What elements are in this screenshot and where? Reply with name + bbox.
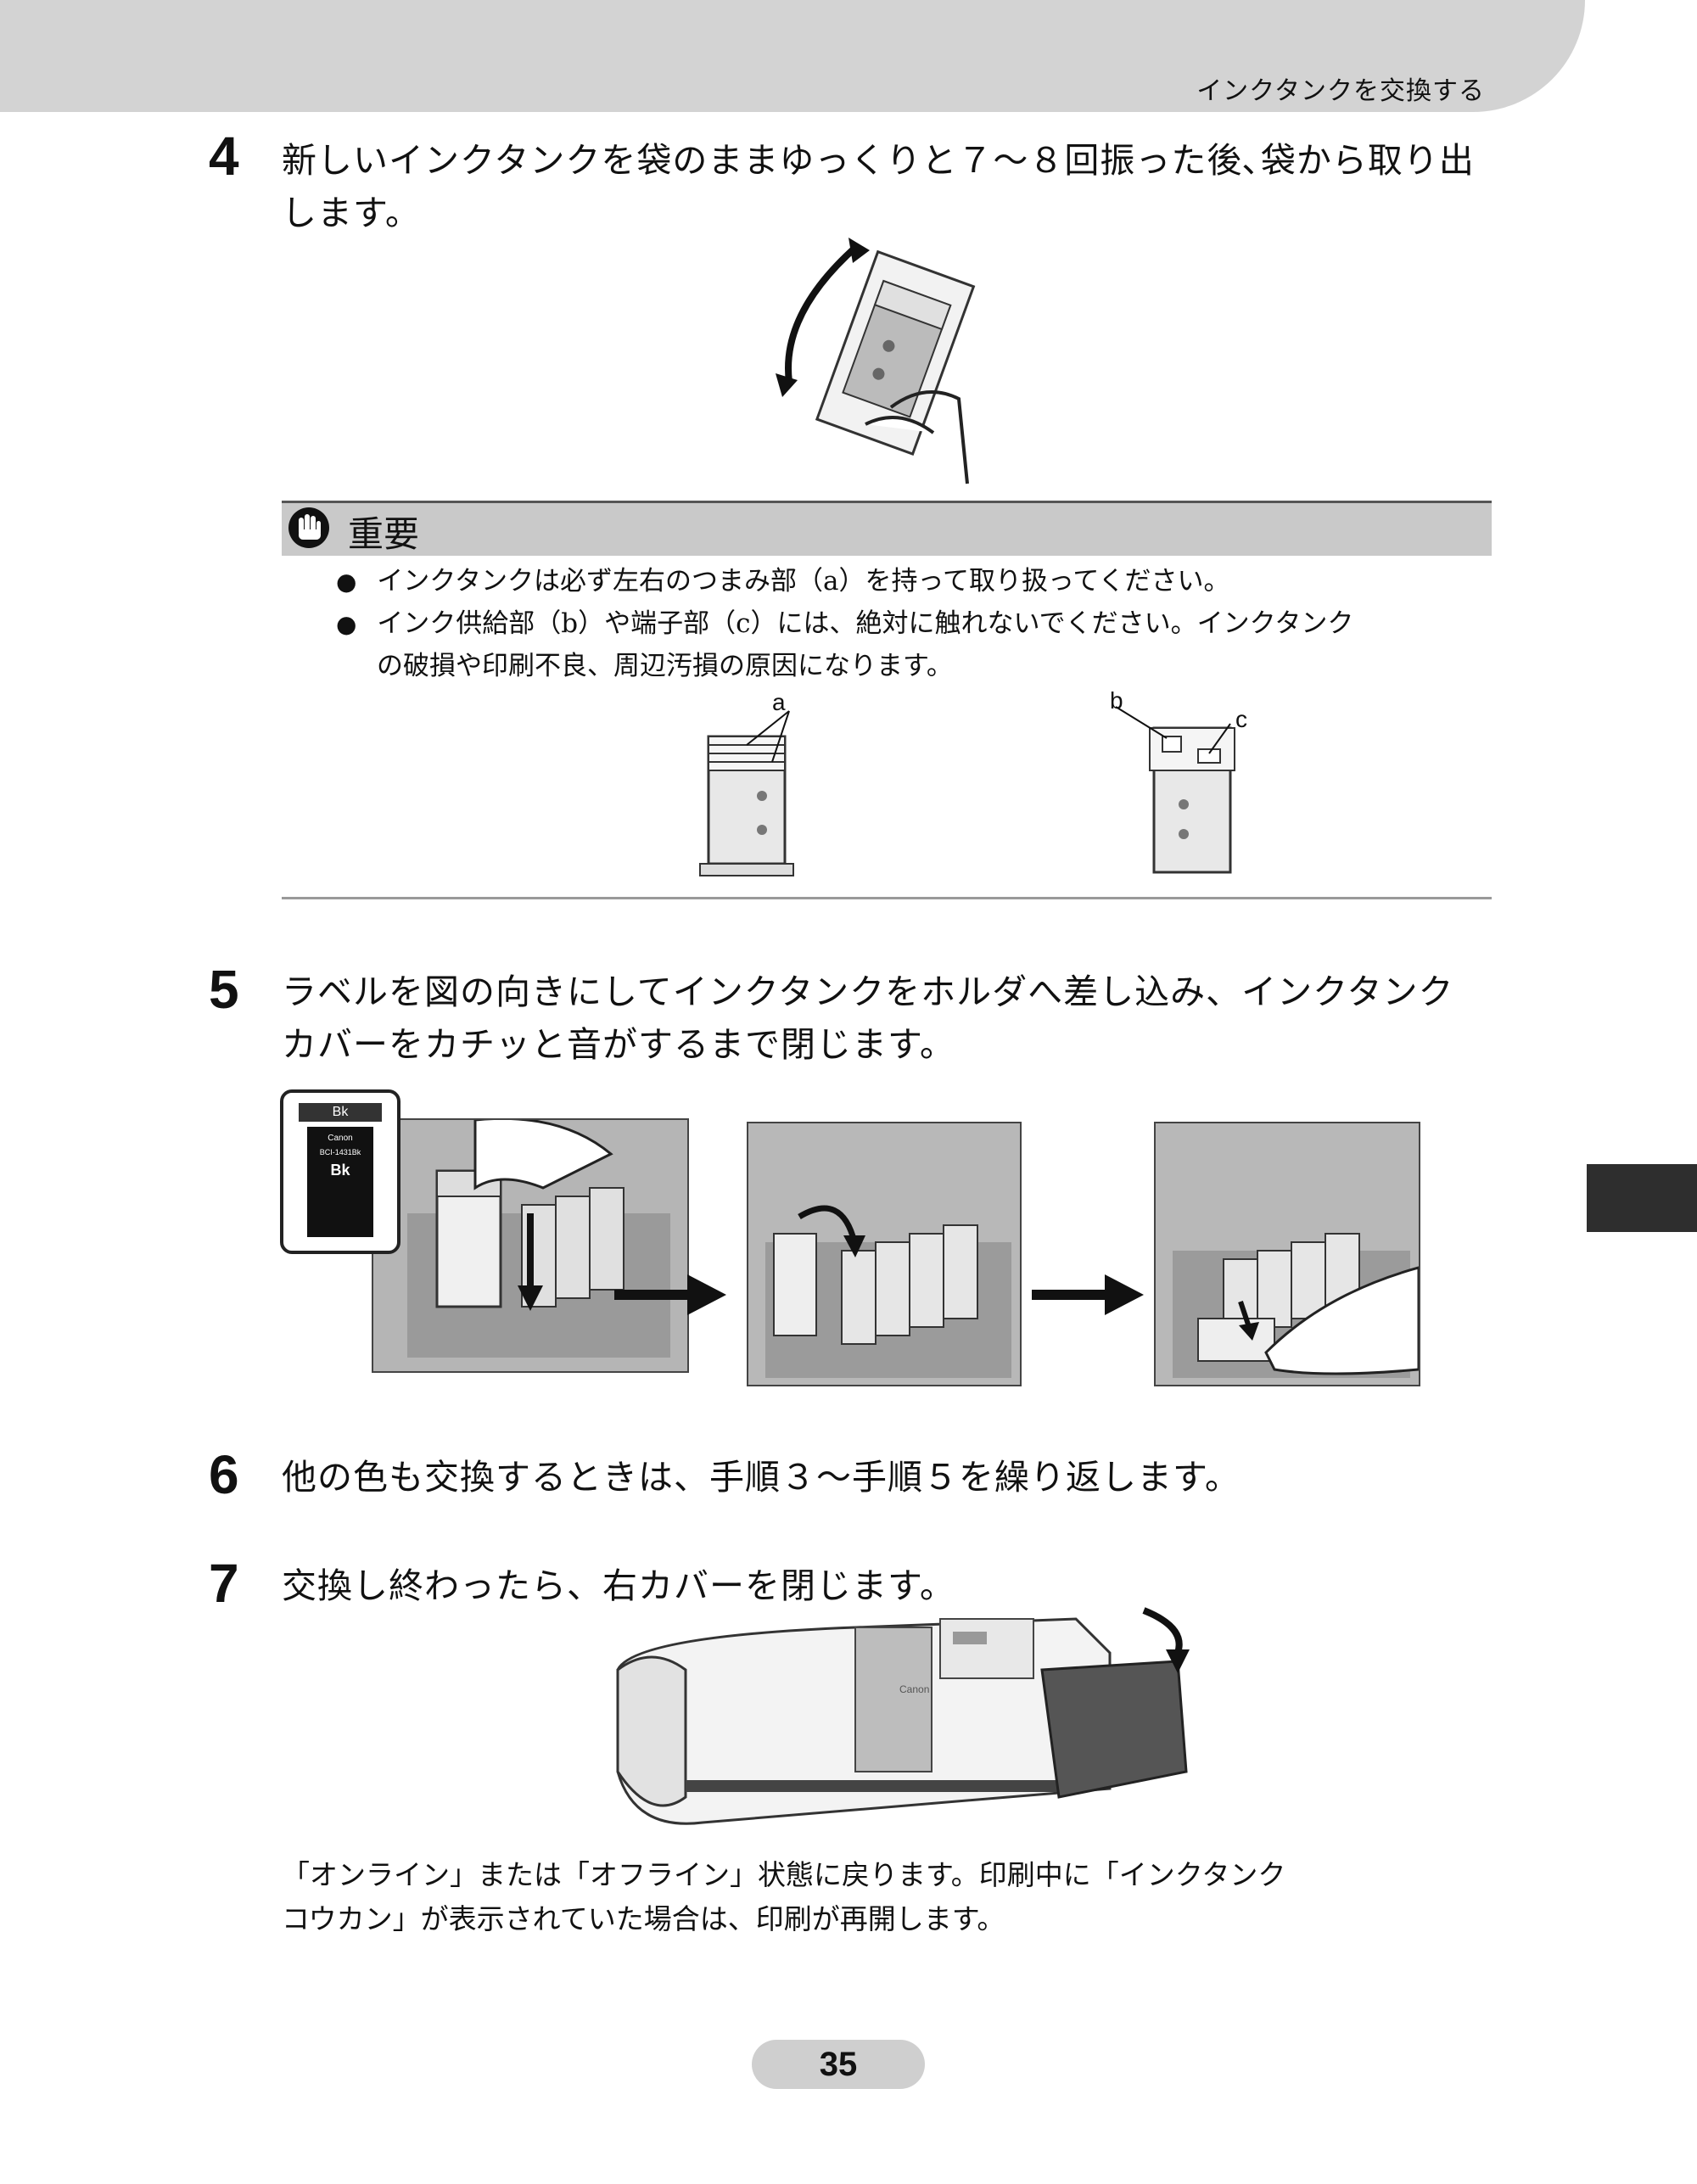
step-number-5: 5 bbox=[209, 959, 239, 1020]
label-model: BCI-1431Bk bbox=[319, 1148, 361, 1156]
label-brand: Canon bbox=[328, 1134, 353, 1143]
label-bk-top: Bk bbox=[299, 1103, 382, 1122]
section-divider bbox=[282, 897, 1492, 899]
bullet-icon: ● bbox=[336, 610, 357, 638]
result-line-2: コウカン」が表示されていた場合は、印刷が再開します。 bbox=[282, 1902, 1005, 1935]
step-5-text: ラベルを図の向きにしてインクタンクをホルダへ差し込み、インクタンク カバーをカチ… bbox=[282, 966, 1454, 1071]
right-arrow-icon bbox=[1032, 1274, 1144, 1315]
section-title: インクタンクを交換する bbox=[1196, 76, 1485, 106]
important-bullet-1-text: インクタンクは必ず左右のつまみ部（a）を持って取り扱ってください。 bbox=[377, 566, 1230, 596]
label-orientation-callout: Bk Canon BCI-1431Bk Bk bbox=[280, 1089, 400, 1254]
right-cover bbox=[1040, 1660, 1188, 1799]
result-text: 「オンライン」または「オフライン」状態に戻ります。印刷中に「インクタンク コウカ… bbox=[282, 1853, 1487, 1941]
stop-hand-icon bbox=[288, 507, 329, 548]
important-bullet-1: ● インクタンクは必ず左右のつまみ部（a）を持って取り扱ってください。 bbox=[336, 560, 1490, 603]
printer-illustration bbox=[616, 1607, 1190, 1825]
label-b: b bbox=[1110, 687, 1123, 714]
control-panel bbox=[939, 1618, 1034, 1679]
step-7-text: 交換し終わったら、右カバーを閉じます。 bbox=[282, 1565, 955, 1606]
hand-outline bbox=[889, 390, 969, 484]
label-a: a bbox=[772, 689, 786, 715]
step-number-4: 4 bbox=[209, 126, 239, 187]
label-c: c bbox=[1235, 706, 1247, 732]
shake-ink-tank-illustration bbox=[776, 238, 976, 484]
page-number-pill bbox=[752, 2040, 925, 2089]
close-cover-panel bbox=[747, 1122, 1022, 1386]
chapter-side-tab bbox=[1587, 1164, 1697, 1232]
page-number: 35 bbox=[819, 2046, 858, 2083]
header-band bbox=[0, 0, 1585, 112]
bullet-icon: ● bbox=[336, 568, 357, 596]
insert-tank-panel bbox=[372, 1117, 689, 1373]
important-bullet-2: ● インク供給部（b）や端子部（c）には、絶対に触れないでください。インクタンク bbox=[336, 602, 1490, 646]
curved-arrow bbox=[798, 1205, 858, 1243]
important-bullet-2-text-1: インク供給部（b）や端子部（c）には、絶対に触れないでください。インクタンク bbox=[377, 608, 1354, 639]
step-4-text: 新しいインクタンクを袋のままゆっくりと７～８回振った後､袋から取り出 します。 bbox=[282, 134, 1475, 239]
right-arrow-icon bbox=[614, 1274, 726, 1315]
step-4-line-1: 新しいインクタンクを袋のままゆっくりと７～８回振った後､袋から取り出 bbox=[282, 140, 1475, 181]
step-5-line-2: カバーをカチッと音がするまで閉じます。 bbox=[282, 1024, 955, 1065]
label-bk-big: Bk bbox=[330, 1162, 350, 1179]
close-arrow bbox=[1142, 1607, 1183, 1655]
press-cover-panel bbox=[1154, 1122, 1420, 1386]
step-4-line-2: します。 bbox=[282, 193, 421, 233]
step-number-7: 7 bbox=[209, 1553, 239, 1614]
result-line-1: 「オンライン」または「オフライン」状態に戻ります。印刷中に「インクタンク bbox=[282, 1858, 1286, 1891]
important-bullet-2-continuation: の破損や印刷不良、周辺汚損の原因になります。 bbox=[377, 651, 953, 681]
tank-cover bbox=[773, 1233, 817, 1336]
ink-label: Canon BCI-1431Bk Bk bbox=[307, 1127, 373, 1237]
step-6-text: 他の色も交換するときは、手順３～手順５を繰り返します。 bbox=[282, 1457, 1241, 1498]
ink-tank-contacts-figure bbox=[1115, 706, 1235, 874]
hand bbox=[473, 1117, 613, 1190]
important-title: 重要 bbox=[348, 513, 420, 555]
shake-arrow bbox=[785, 244, 860, 383]
step-number-6: 6 bbox=[209, 1444, 239, 1505]
important-header-bar bbox=[282, 501, 1492, 556]
ink-tank-grip-figure bbox=[699, 710, 794, 876]
step-5-line-1: ラベルを図の向きにしてインクタンクをホルダへ差し込み、インクタンク bbox=[282, 972, 1454, 1012]
printer-brand-label: Canon bbox=[899, 1683, 930, 1695]
